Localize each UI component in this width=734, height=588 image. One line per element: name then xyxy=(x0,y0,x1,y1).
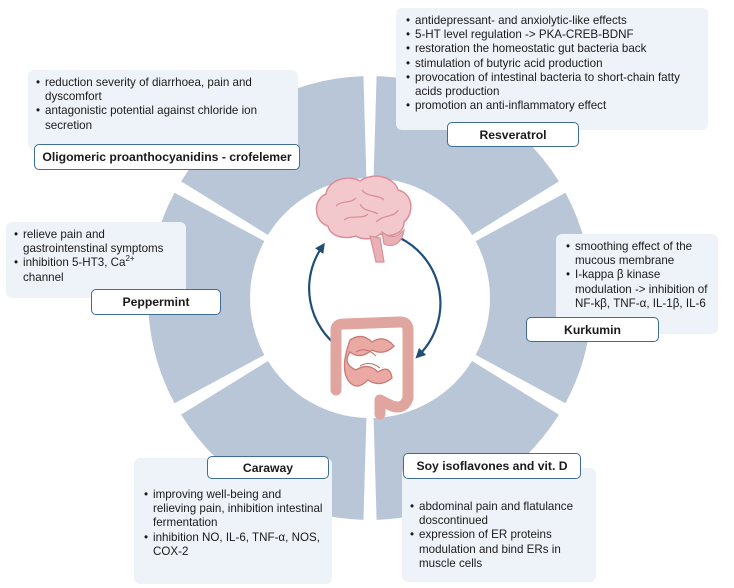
panel-soy: abdominal pain and flatulance doscontinu… xyxy=(402,468,596,582)
arrow-left-up xyxy=(308,242,341,349)
list-item: smoothing effect of the mucous membrane xyxy=(566,240,712,268)
panel-opc: reduction severity of diarrhoea, pain an… xyxy=(28,70,298,150)
panel-caraway: improving well-being and relieving pain,… xyxy=(134,458,332,584)
label-soy: Soy isoflavones and vit. D xyxy=(403,453,581,479)
label-opc: Oligomeric proanthocyanidins - crofeleme… xyxy=(34,144,300,170)
intestine-icon xyxy=(330,316,414,420)
effects-soy: abdominal pain and flatulance doscontinu… xyxy=(410,500,590,571)
effects-caraway: improving well-being and relieving pain,… xyxy=(144,488,326,559)
effects-resveratrol: antidepressant- and anxiolytic-like effe… xyxy=(406,14,700,114)
cycle-arrows xyxy=(308,237,442,359)
label-caraway: Caraway xyxy=(207,456,329,479)
list-item: antidepressant- and anxiolytic-like effe… xyxy=(406,14,700,28)
panel-peppermint: relieve pain and gastrointenstinal sympt… xyxy=(6,222,186,298)
label-resveratrol: Resveratrol xyxy=(447,122,579,147)
list-item: antagonistic potential against chloride … xyxy=(36,104,290,132)
list-item: reduction severity of diarrhoea, pain an… xyxy=(36,76,290,104)
superscript: 2+ xyxy=(125,254,135,264)
list-item: inhibition 5-HT3, Ca2+ channel xyxy=(14,254,178,284)
list-item: expression of ER proteins modulation and… xyxy=(410,528,590,571)
list-item: abdominal pain and flatulance doscontinu… xyxy=(410,500,590,528)
list-item: inhibition NO, IL-6, TNF-α, NOS, COX-2 xyxy=(144,531,326,559)
list-item: relieve pain and gastrointenstinal sympt… xyxy=(14,228,178,256)
brain-icon xyxy=(315,175,412,263)
list-item: I-kappa β kinase modulation -> inhibitio… xyxy=(566,268,712,311)
list-item: promotion an anti-inflammatory effect xyxy=(406,99,700,113)
effects-opc: reduction severity of diarrhoea, pain an… xyxy=(36,76,290,133)
list-item: stimulation of butyric acid production xyxy=(406,57,700,71)
list-item: 5-HT level regulation -> PKA-CREB-BDNF xyxy=(406,28,700,42)
list-item: provocation of intestinal bacteria to sh… xyxy=(406,71,700,99)
arrow-right-down xyxy=(399,237,442,359)
effects-peppermint: relieve pain and gastrointenstinal sympt… xyxy=(14,228,178,285)
list-item: restoration the homeostatic gut bacteria… xyxy=(406,42,700,56)
label-peppermint: Peppermint xyxy=(91,289,221,315)
effects-kurkumin: smoothing effect of the mucous membrane … xyxy=(566,240,712,311)
list-item: improving well-being and relieving pain,… xyxy=(144,488,326,531)
panel-resveratrol: antidepressant- and anxiolytic-like effe… xyxy=(396,8,708,130)
effect-text: inhibition 5-HT3, Ca xyxy=(23,256,126,270)
label-kurkumin: Kurkumin xyxy=(526,317,659,342)
effect-text-tail: channel xyxy=(23,270,64,284)
